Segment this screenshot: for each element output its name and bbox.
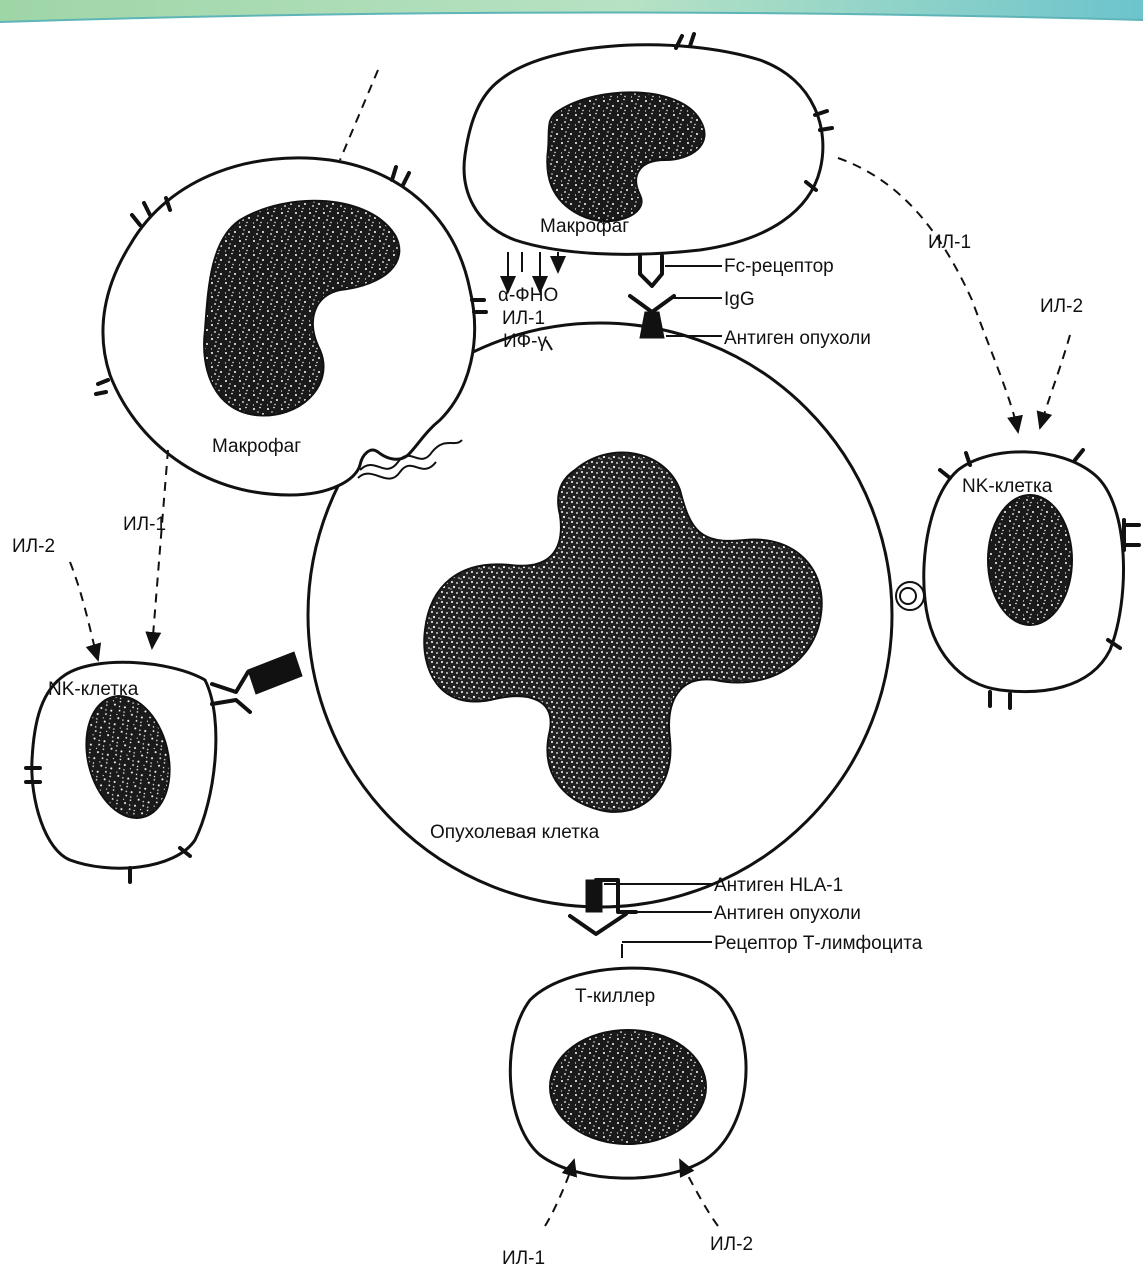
t-killer-body: Т-киллер [510,968,746,1178]
nk-left-label: NK-клетка [48,679,139,700]
nk-cell-left: NK-клетка [26,662,216,882]
antibody-bridge-top [630,256,722,338]
ifn-gamma-label: ИФ-γ [503,331,547,352]
il1-top-right-label: ИЛ-1 [928,232,971,253]
nk-cell-right: NK-клетка [896,450,1139,708]
macrophage-top-label: Макрофаг [540,216,629,237]
top-banner [0,0,1143,22]
tumor-cell-label: Опухолевая клетка [430,822,600,843]
il2-right-label: ИЛ-2 [1040,296,1083,317]
tumor-antigen-bottom-label: Антиген опухоли [714,903,861,924]
il2-bottom-label: ИЛ-2 [710,1234,753,1255]
fc-receptor-label: Fc-рецептор [724,256,834,277]
il1-left-label: ИЛ-1 [123,514,166,535]
igg-label: IgG [724,289,755,310]
il1-center-label: ИЛ-1 [502,308,545,329]
macrophage-top: Макрофаг [464,34,832,254]
hla1-antigen-label: Антиген HLA-1 [714,875,843,896]
nk-right-label: NK-клетка [962,476,1053,497]
antibody-bridge-left [212,652,302,712]
nk-right-nucleus [988,495,1072,625]
tumor-antigen-top-label: Антиген опухоли [724,328,871,349]
tnf-alpha-label: α-ФНО [498,285,558,306]
t-killer-label: Т-киллер [575,986,655,1007]
t-cell-receptor-label: Рецептор Т-лимфоцита [714,933,923,954]
il1-bottom-label: ИЛ-1 [502,1248,545,1269]
il2-left-label: ИЛ-2 [12,536,55,557]
macrophage-left-label: Макрофаг [212,436,301,457]
